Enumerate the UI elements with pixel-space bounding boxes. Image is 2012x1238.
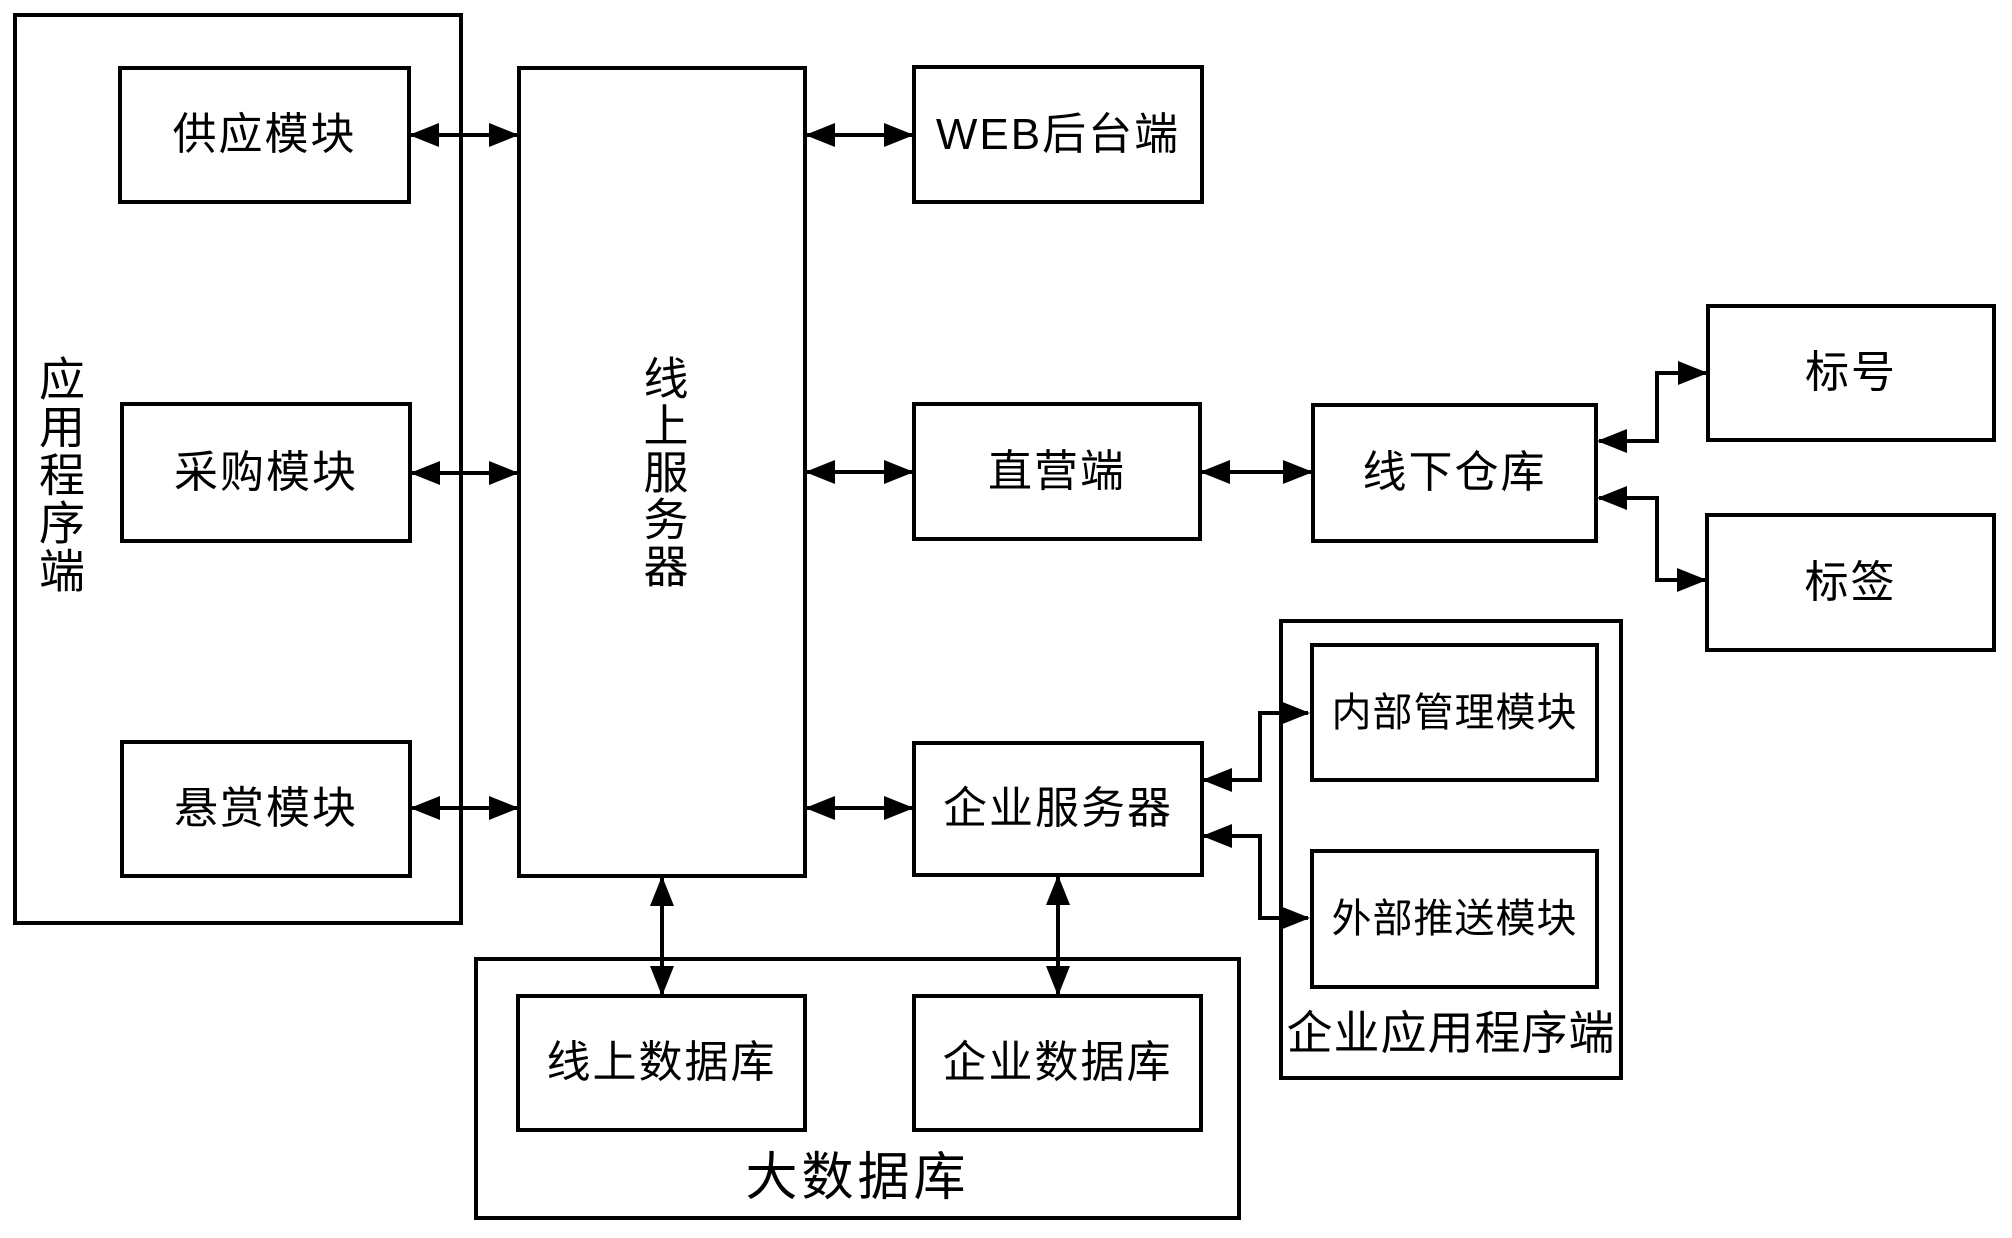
big-database-container [474, 957, 1241, 1220]
big-database-container-label: 大数据库 [745, 1149, 970, 1207]
edge-offline-warehouse-mark-tag-arrow [1597, 486, 1707, 592]
node-supply-module: 供应模块 [118, 66, 411, 204]
node-procurement-module: 采购模块 [120, 402, 412, 543]
node-offline-warehouse: 线下仓库 [1311, 403, 1598, 543]
node-mark-number-label: 标号 [1805, 348, 1897, 397]
node-enterprise-server: 企业服务器 [912, 741, 1204, 877]
node-online-server: 线上服务器 [517, 66, 807, 878]
node-direct-store-label: 直营端 [988, 446, 1126, 496]
node-bounty-module-label: 悬赏模块 [174, 784, 358, 833]
node-offline-warehouse-label: 线下仓库 [1362, 448, 1547, 497]
node-procurement-module-label: 采购模块 [174, 447, 358, 497]
node-internal-management-module-label: 内部管理模块 [1331, 690, 1578, 735]
node-online-database: 线上数据库 [516, 994, 807, 1132]
node-enterprise-server-label: 企业服务器 [943, 784, 1173, 833]
node-direct-store: 直营端 [912, 402, 1202, 541]
node-web-backend-label: WEB后台端 [935, 109, 1181, 159]
node-enterprise-database-label: 企业数据库 [942, 1038, 1173, 1087]
node-bounty-module: 悬赏模块 [120, 740, 412, 878]
app-client-container-label: 应用程序端 [33, 355, 85, 595]
edge-offline-warehouse-mark-number-arrow [1597, 361, 1708, 453]
node-mark-tag: 标签 [1705, 513, 1996, 652]
node-online-server-label: 线上服务器 [636, 354, 688, 590]
node-enterprise-database: 企业数据库 [912, 994, 1203, 1132]
enterprise-app-container-label: 企业应用程序端 [1286, 1007, 1616, 1059]
node-mark-tag-label: 标签 [1804, 557, 1897, 607]
node-external-push-module: 外部推送模块 [1310, 849, 1599, 989]
node-internal-management-module: 内部管理模块 [1310, 643, 1599, 782]
node-web-backend: WEB后台端 [912, 65, 1204, 204]
node-external-push-module-label: 外部推送模块 [1331, 897, 1578, 941]
node-online-database-label: 线上数据库 [546, 1038, 777, 1087]
node-supply-module-label: 供应模块 [172, 110, 357, 159]
node-mark-number: 标号 [1706, 304, 1996, 442]
